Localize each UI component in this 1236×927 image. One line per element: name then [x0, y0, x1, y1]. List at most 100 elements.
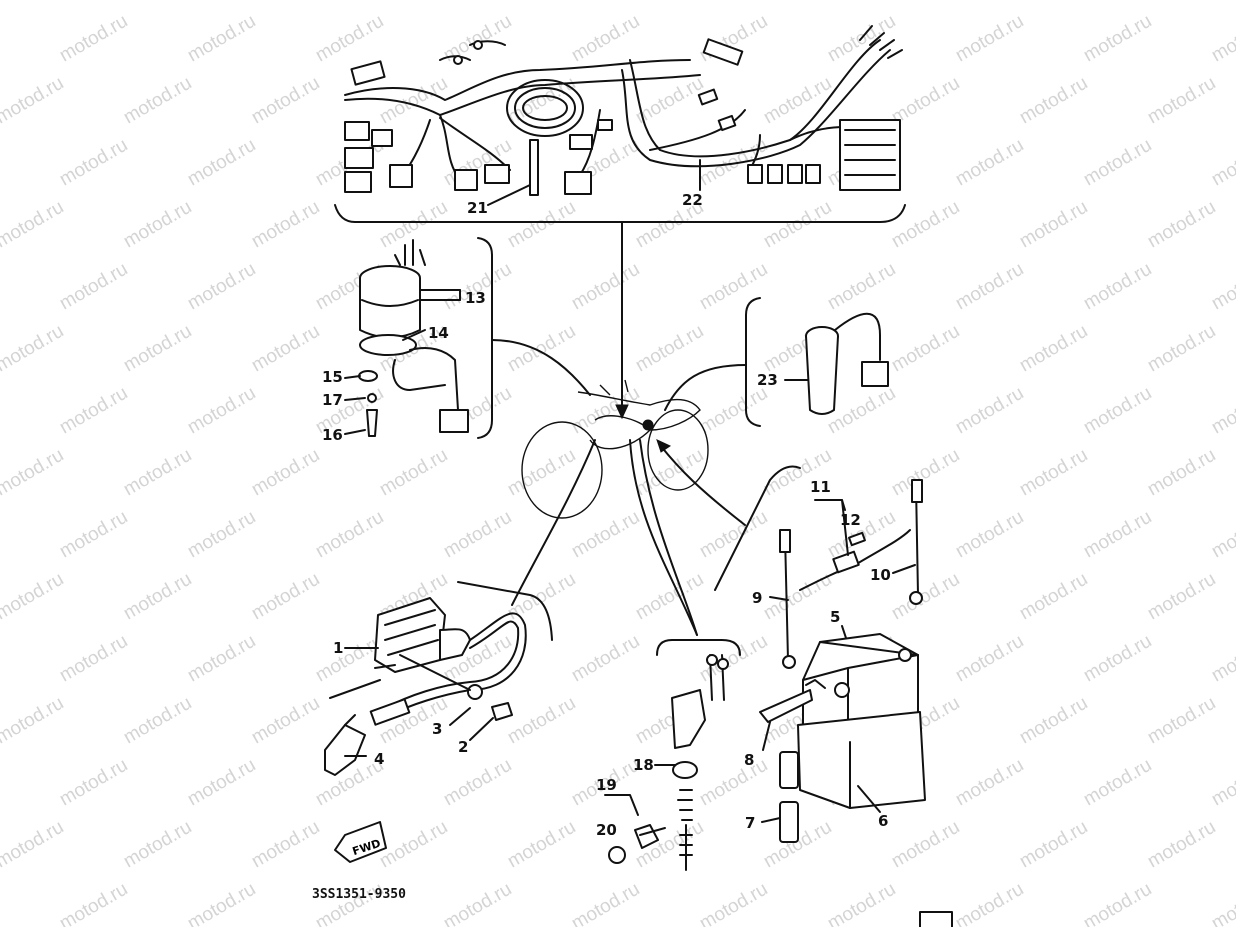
watermark-text: motod.ru [184, 11, 259, 67]
callout-8: 8 [744, 751, 754, 769]
watermark-text: motod.ru [568, 631, 643, 687]
watermark-text: motod.ru [56, 879, 131, 927]
watermark-text: motod.ru [1016, 197, 1091, 253]
watermark-text: motod.ru [248, 73, 323, 129]
callout-18: 18 [633, 756, 654, 774]
watermark-text: motod.ru [1144, 321, 1219, 377]
next-page-box [919, 911, 953, 927]
watermark-text: motod.ru [504, 321, 579, 377]
watermark-text: motod.ru [1080, 631, 1155, 687]
watermark-text: motod.ru [696, 879, 771, 927]
watermark-text: motod.ru [120, 817, 195, 873]
leader-sensor-a [639, 439, 698, 636]
callout-2: 2 [458, 738, 468, 756]
watermark-text: motod.ru [248, 321, 323, 377]
watermark-text: motod.ru [248, 0, 323, 4]
callout-10: 10 [870, 566, 891, 584]
leader-coil [511, 439, 596, 606]
watermark-text: motod.ru [1208, 879, 1236, 927]
watermark-text: motod.ru [0, 879, 3, 927]
watermark-text: motod.ru [1016, 321, 1091, 377]
watermark-text: motod.ru [696, 755, 771, 811]
callout-7: 7 [745, 814, 755, 832]
callout-labels: 1 2 3 4 5 6 7 8 9 10 11 12 13 14 15 17 1… [322, 191, 891, 839]
watermark-text: motod.ru [952, 11, 1027, 67]
watermark-text: motod.ru [1208, 11, 1236, 67]
watermark-text: motod.ru [248, 693, 323, 749]
watermark-text: motod.ru [952, 755, 1027, 811]
callout-5: 5 [830, 608, 840, 626]
watermark-text: motod.ru [184, 383, 259, 439]
watermark-text: motod.ru [1208, 259, 1236, 315]
watermark-text: motod.ru [56, 507, 131, 563]
leader-battery [659, 444, 746, 526]
watermark-text: motod.ru [632, 0, 707, 4]
watermark-text: motod.ru [184, 507, 259, 563]
callout-6: 6 [878, 812, 888, 830]
watermark-text: motod.ru [568, 507, 643, 563]
watermark-text: motod.ru [824, 879, 899, 927]
watermark-text: motod.ru [120, 569, 195, 625]
watermark-text: motod.ru [1080, 507, 1155, 563]
watermark-text: motod.ru [120, 321, 195, 377]
watermark-text: motod.ru [888, 197, 963, 253]
watermark-text: motod.ru [376, 0, 451, 4]
watermark-text: motod.ru [824, 259, 899, 315]
watermark-text: motod.ru [376, 817, 451, 873]
watermark-text: motod.ru [440, 879, 515, 927]
watermark-text: motod.ru [0, 755, 3, 811]
forward-arrow-icon: FWD [334, 821, 387, 863]
watermark-text: motod.ru [1080, 11, 1155, 67]
watermark-text: motod.ru [440, 755, 515, 811]
watermark-text: motod.ru [184, 259, 259, 315]
watermark-text: motod.ru [248, 817, 323, 873]
watermark-text: motod.ru [184, 631, 259, 687]
watermark-text: motod.ru [1144, 693, 1219, 749]
watermark-text: motod.ru [120, 0, 195, 4]
watermark-text: motod.ru [888, 321, 963, 377]
watermark-text: motod.ru [184, 135, 259, 191]
watermark-text: motod.ru [504, 817, 579, 873]
watermark-text: motod.ru [952, 631, 1027, 687]
leader-switch [491, 339, 591, 396]
handlebar-switch-23 [805, 312, 889, 415]
watermark-text: motod.ru [504, 197, 579, 253]
watermark-text: motod.ru [120, 693, 195, 749]
callout-4: 4 [374, 750, 384, 768]
watermark-text: motod.ru [248, 445, 323, 501]
watermark-text: motod.ru [1144, 197, 1219, 253]
callout-20: 20 [596, 821, 617, 839]
watermark-text: motod.ru [440, 507, 515, 563]
watermark-text: motod.ru [696, 383, 771, 439]
callout-3: 3 [432, 720, 442, 738]
watermark-text: motod.ru [760, 0, 835, 4]
watermark-text: motod.ru [1144, 445, 1219, 501]
ignition-coil-assembly [324, 597, 527, 776]
callout-19: 19 [596, 776, 617, 794]
watermark-text: motod.ru [1208, 383, 1236, 439]
watermark-text: motod.ru [1208, 135, 1236, 191]
callout-12: 12 [840, 511, 861, 529]
watermark-text: motod.ru [0, 693, 67, 749]
watermark-text: motod.ru [56, 135, 131, 191]
main-switch-assembly [358, 239, 469, 437]
battery-group-bracket [714, 465, 801, 591]
battery-assembly [759, 625, 926, 843]
watermark-text: motod.ru [0, 321, 67, 377]
watermark-text: motod.ru [1080, 259, 1155, 315]
watermark-text: motod.ru [248, 569, 323, 625]
motorcycle-outline [521, 379, 709, 519]
watermark-text: motod.ru [888, 445, 963, 501]
watermark-text: motod.ru [56, 259, 131, 315]
watermark-text: motod.ru [120, 445, 195, 501]
watermark-text: motod.ru [1144, 73, 1219, 129]
watermark-text: motod.ru [184, 879, 259, 927]
battery-leads [769, 479, 923, 669]
part19-bracket [604, 794, 639, 816]
watermark-text: motod.ru [1016, 693, 1091, 749]
watermark-text: motod.ru [952, 507, 1027, 563]
watermark-text: motod.ru [504, 445, 579, 501]
callout-21: 21 [467, 199, 488, 217]
watermark-text: motod.ru [0, 259, 3, 315]
